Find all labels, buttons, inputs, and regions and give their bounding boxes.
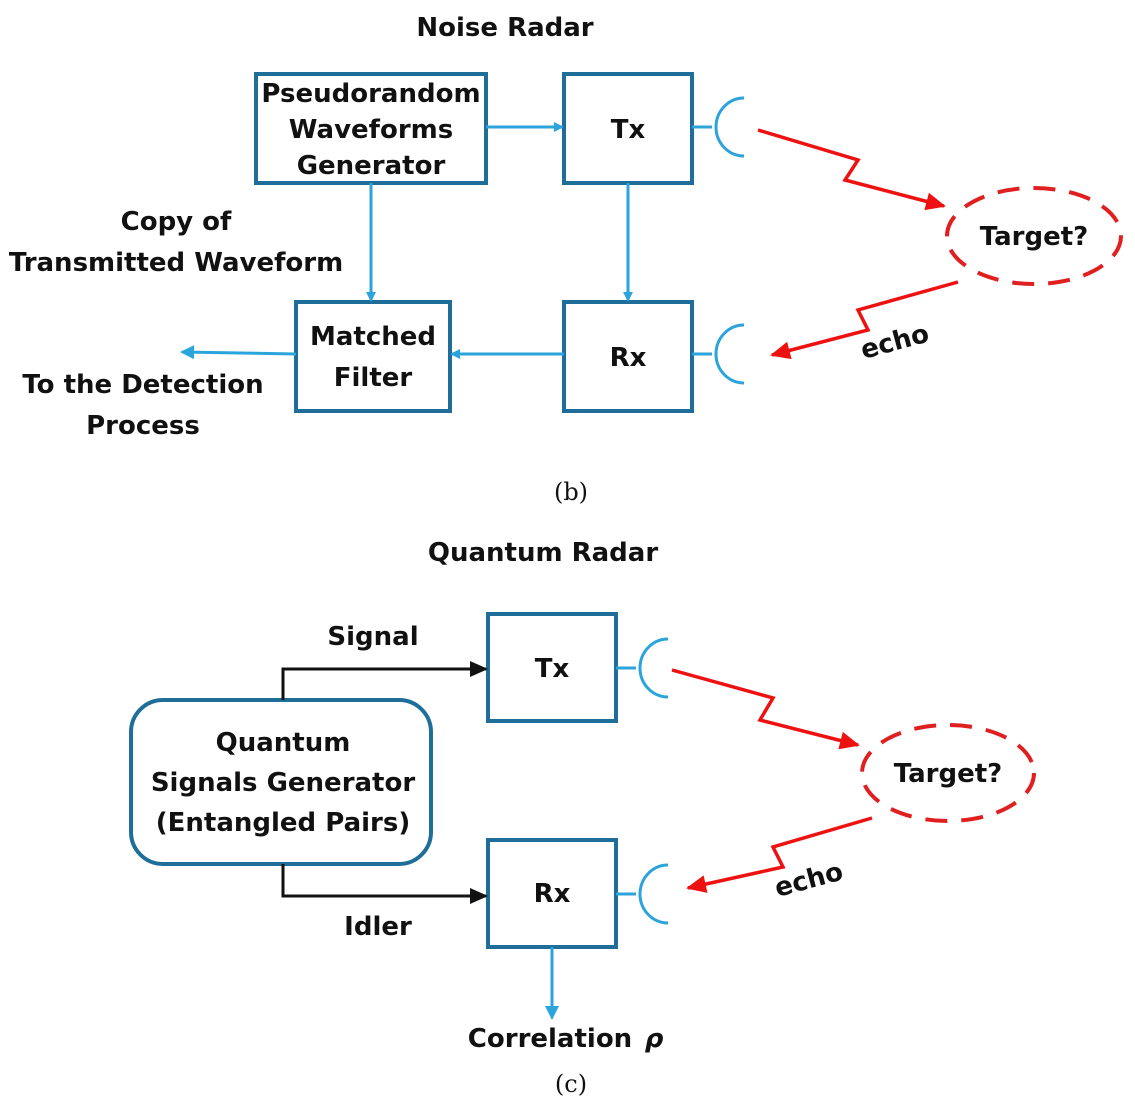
noise-target-ellipse <box>945 186 1123 286</box>
noise-transmit-path <box>757 128 946 211</box>
noise-rx-antenna-icon <box>692 323 745 385</box>
noise-rx-label: Rx <box>610 343 647 373</box>
signal-arrow <box>281 661 488 700</box>
matched-filter-line2: Filter <box>334 363 413 393</box>
filter-to-detection-arrow <box>180 345 297 360</box>
quantum-target-ellipse <box>860 723 1036 823</box>
generator-label-line1: Pseudorandom <box>261 79 480 109</box>
noise-radar-title: Noise Radar <box>416 13 593 43</box>
quantum-generator-line3: (Entangled Pairs) <box>156 808 410 838</box>
generator-label-line2: Waveforms <box>289 115 453 145</box>
noise-rx-box <box>562 300 694 413</box>
rho-symbol: ρ <box>645 1024 664 1054</box>
noise-target-label: Target? <box>980 222 1089 252</box>
caption-b: (b) <box>554 478 588 506</box>
quantum-generator-box <box>129 698 433 866</box>
idler-arrow <box>281 864 488 904</box>
detection-label-line1: To the Detection <box>22 370 263 400</box>
quantum-rx-box <box>486 838 618 949</box>
detection-label-line2: Process <box>86 411 200 441</box>
quantum-tx-box <box>486 612 618 723</box>
quantum-echo-path <box>686 816 873 893</box>
noise-radar-section: Noise Radar Pseudorandom Waveforms Gener… <box>9 13 1123 506</box>
idler-label: Idler <box>344 912 412 942</box>
copy-label-line2: Transmitted Waveform <box>9 248 343 278</box>
caption-c: (c) <box>555 1070 587 1098</box>
quantum-rx-antenna-icon <box>616 863 669 925</box>
quantum-tx-label: Tx <box>535 654 570 684</box>
quantum-tx-antenna-icon <box>616 637 669 699</box>
copy-label-line1: Copy of <box>121 207 232 237</box>
quantum-rx-label: Rx <box>534 879 571 909</box>
generator-label-line3: Generator <box>297 151 446 181</box>
quantum-transmit-path <box>671 668 860 750</box>
quantum-radar-title: Quantum Radar <box>428 538 658 568</box>
noise-echo-path <box>770 280 959 360</box>
pseudorandom-generator-box <box>254 72 488 185</box>
quantum-generator-line2: Signals Generator <box>151 768 416 798</box>
noise-tx-antenna-icon <box>692 96 745 158</box>
matched-filter-box <box>294 300 452 413</box>
signal-label: Signal <box>327 622 418 652</box>
correlation-label: Correlation <box>468 1024 632 1054</box>
quantum-generator-line1: Quantum <box>216 728 351 758</box>
noise-echo-label: echo <box>858 319 933 366</box>
quantum-radar-section: Quantum Radar Quantum Signals Generator … <box>129 538 1036 1098</box>
quantum-target-label: Target? <box>894 759 1003 789</box>
noise-tx-label: Tx <box>611 115 646 145</box>
matched-filter-line1: Matched <box>310 322 436 352</box>
